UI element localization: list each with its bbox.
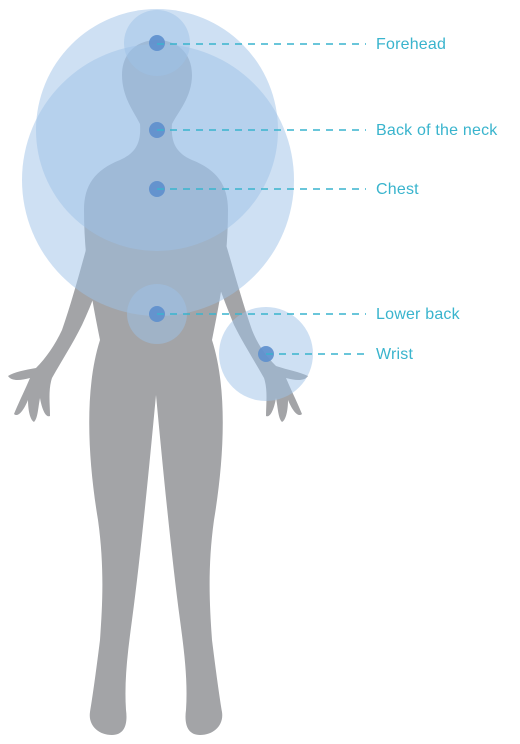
- back-of-neck-label: Back of the neck: [376, 121, 498, 141]
- forehead-point-marker: [149, 35, 165, 51]
- forehead-label: Forehead: [376, 35, 446, 55]
- lower-back-label: Lower back: [376, 305, 460, 325]
- chest-label: Chest: [376, 180, 419, 200]
- wrist-label: Wrist: [376, 345, 413, 365]
